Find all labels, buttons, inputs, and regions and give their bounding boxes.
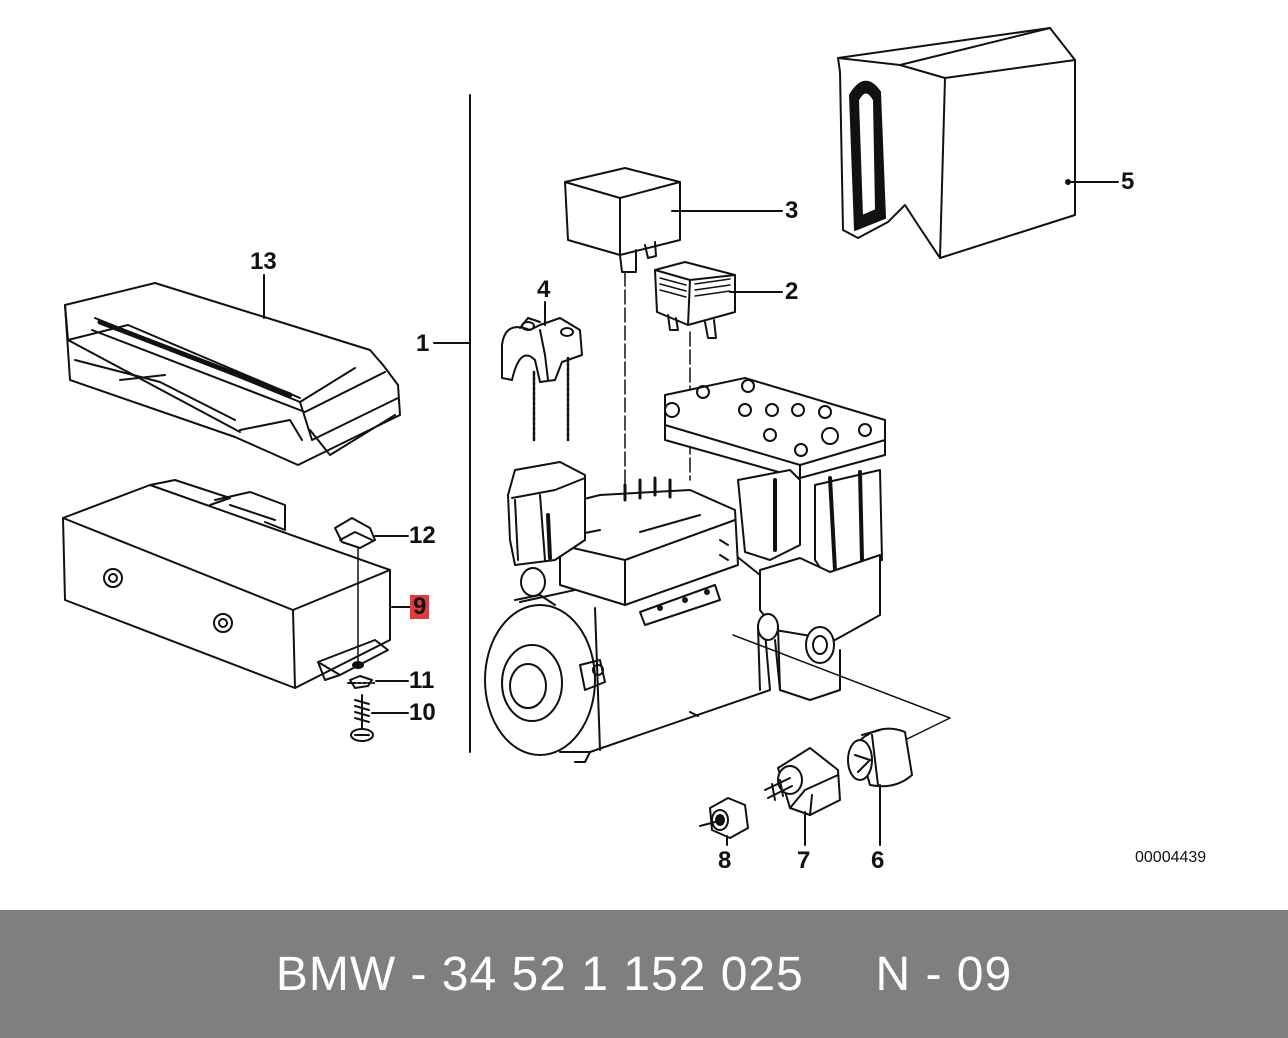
diagram-reference-number: 00004439	[1135, 849, 1207, 866]
part-7-bushing	[764, 747, 841, 816]
callout-13: 13	[250, 248, 277, 275]
callout-8: 8	[718, 847, 732, 874]
exploded-view-drawing	[62, 27, 1119, 846]
part-9-control-unit	[62, 479, 391, 689]
callout-4: 4	[537, 276, 551, 303]
callout-12: 12	[409, 522, 436, 549]
callout-6: 6	[871, 847, 885, 874]
part-2-relay	[654, 261, 736, 339]
callout-7: 7	[797, 847, 811, 874]
part-5-cover	[837, 27, 1076, 259]
callout-3: 3	[785, 197, 799, 224]
part-8-nut	[699, 797, 749, 839]
part-11-washer	[347, 675, 375, 689]
part-10-screw	[350, 694, 374, 742]
part-3-relay	[564, 167, 681, 273]
callout-2: 2	[785, 278, 799, 305]
callout-5: 5	[1121, 168, 1135, 195]
part-6-mount	[847, 727, 913, 788]
part-13-cover	[64, 282, 401, 466]
callout-9-highlighted: 9	[410, 595, 430, 619]
part-4-bracket	[501, 317, 583, 442]
part-1-hydraulic-unit	[484, 377, 886, 763]
part-number-caption: BMW - 34 52 1 152 025 N - 09	[275, 947, 1013, 1001]
callout-1: 1	[416, 330, 430, 357]
part-12-clip	[334, 517, 376, 666]
part-number-footer: BMW - 34 52 1 152 025 N - 09	[0, 910, 1288, 1038]
parts-diagram: 13 1 4 3 2 5 12 9 11 10 8 7 6 00004439	[62, 27, 1207, 874]
callout-10: 10	[409, 699, 436, 726]
callout-11: 11	[409, 667, 435, 694]
